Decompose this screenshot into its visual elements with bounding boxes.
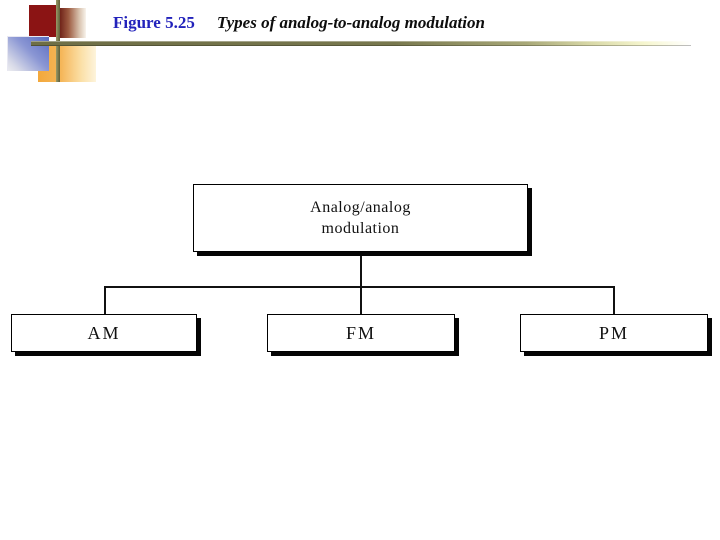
- node-root-label: Analog/analog modulation: [310, 197, 411, 239]
- decoration-maroon-square: [29, 5, 58, 37]
- node-am-label: AM: [87, 322, 121, 343]
- slide-title: Figure 5.25 Types of analog-to-analog mo…: [113, 13, 485, 33]
- node-analog-analog-modulation: Analog/analog modulation: [193, 184, 528, 252]
- node-pm: PM: [520, 314, 708, 352]
- node-am: AM: [11, 314, 197, 352]
- node-fm: FM: [267, 314, 455, 352]
- connector-root-vertical: [360, 252, 362, 314]
- title-underline-rule: [31, 41, 691, 46]
- connector-horizontal: [104, 286, 615, 288]
- node-fm-label: FM: [345, 322, 376, 343]
- figure-number-label: Figure 5.25: [113, 13, 195, 32]
- connector-pm-vertical: [613, 286, 615, 314]
- decoration-maroon-fade-square: [59, 8, 86, 38]
- node-pm-label: PM: [598, 322, 629, 343]
- node-root-label-line1: Analog/analog: [310, 199, 411, 216]
- figure-caption: Types of analog-to-analog modulation: [216, 13, 485, 32]
- connector-am-vertical: [104, 286, 106, 314]
- node-root-label-line2: modulation: [321, 220, 400, 237]
